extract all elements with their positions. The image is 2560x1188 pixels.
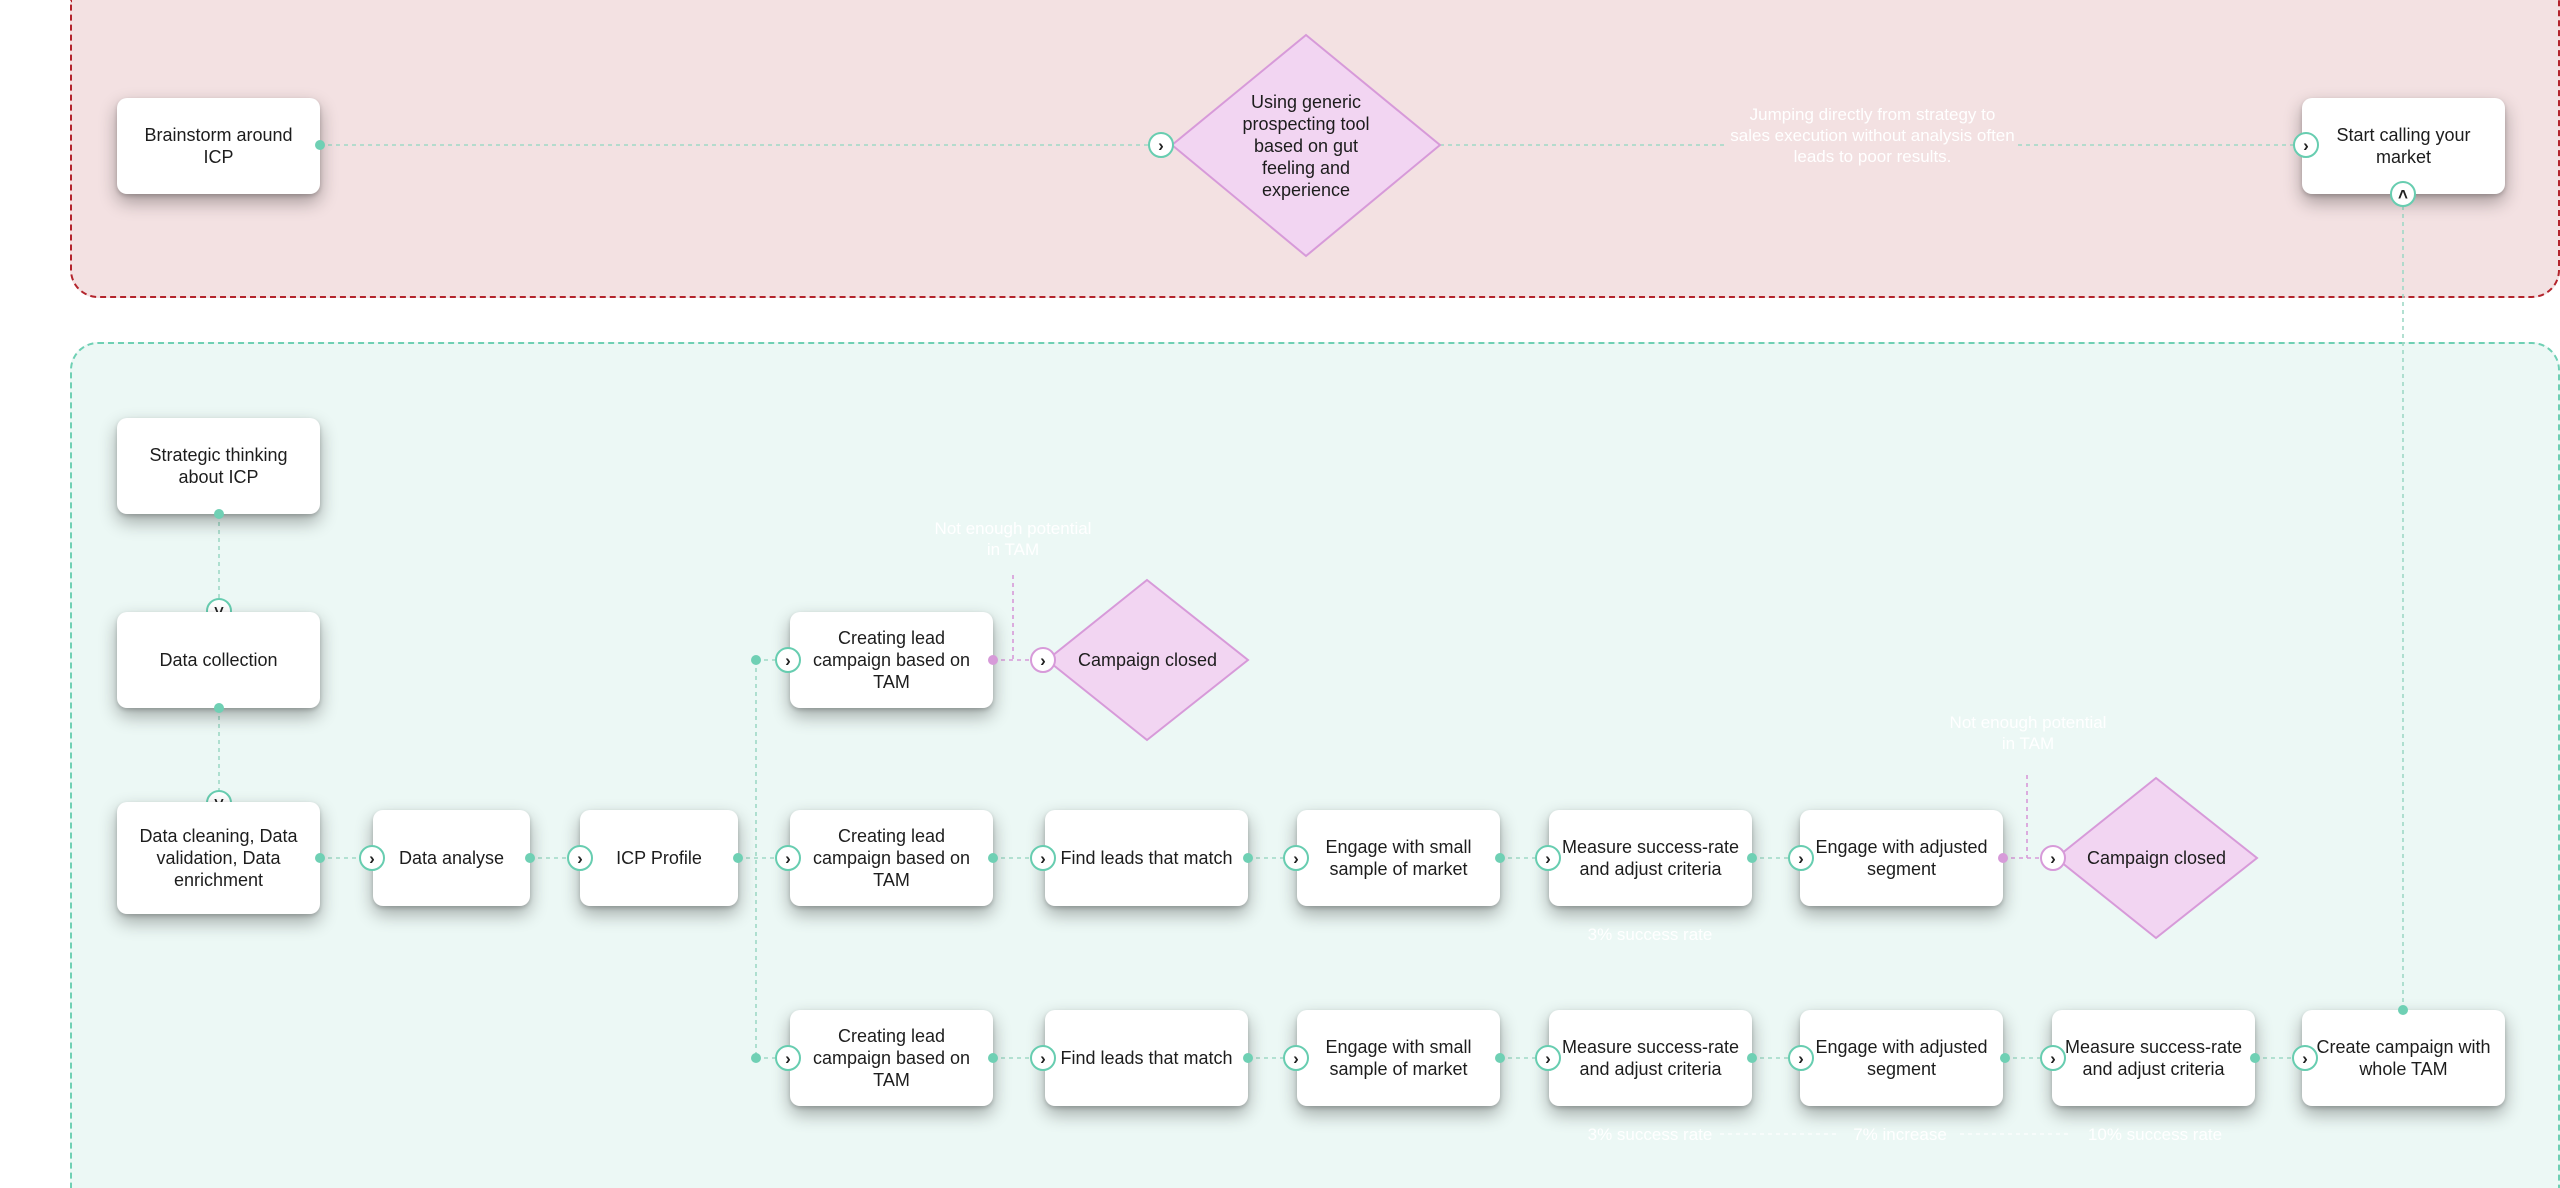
create-campaign-label: Create campaign with whole TAM (2316, 1037, 2491, 1079)
row3-find-leads-box[interactable]: Find leads that match (1045, 1010, 1248, 1106)
row3-measure1-label: Measure success-rate and adjust criteria (1561, 1037, 1740, 1079)
start-calling-label: Start calling your market (2336, 125, 2471, 167)
connector-dot (2250, 1053, 2260, 1063)
chevron-right-icon[interactable]: › (1030, 845, 1056, 871)
decision-diamond-shape (1045, 578, 1250, 742)
decision-diamond-shape (2054, 776, 2259, 940)
icp-profile-label: ICP Profile (616, 848, 702, 868)
data-collection-label: Data collection (159, 650, 278, 670)
connector-dot (1243, 1053, 1253, 1063)
chevron-right-icon[interactable]: › (775, 647, 801, 673)
row3-engage-adjusted-box[interactable]: Engage with adjusted segment (1800, 1010, 2003, 1106)
connector-dot (1243, 853, 1253, 863)
data-analyse-box[interactable]: Data analyse (373, 810, 530, 906)
row2-find-leads-label: Find leads that match (1060, 848, 1233, 868)
row2-potential-note: Not enough potential in TAM (1949, 713, 2107, 753)
chevron-right-icon[interactable]: › (2040, 1045, 2066, 1071)
connector-dot (988, 1053, 998, 1063)
brainstorm-icp-box[interactable]: Brainstorm around ICP (117, 98, 320, 194)
connector-dot (315, 853, 325, 863)
create-campaign-box[interactable]: Create campaign with whole TAM (2302, 1010, 2505, 1106)
row3-measure1-box[interactable]: Measure success-rate and adjust criteria (1549, 1010, 1752, 1106)
chevron-right-icon[interactable]: › (775, 845, 801, 871)
row3-engage-small-label: Engage with small sample of market (1325, 1037, 1472, 1079)
connector-dot (1998, 853, 2008, 863)
start-calling-box[interactable]: Start calling your market (2302, 98, 2505, 194)
row2-measure-label: Measure success-rate and adjust criteria (1561, 837, 1740, 879)
row2-engage-small-box[interactable]: Engage with small sample of market (1297, 810, 1500, 906)
generic-tool-decision[interactable]: Using generic prospecting tool based on … (1170, 33, 1442, 258)
row2-find-leads-box[interactable]: Find leads that match (1045, 810, 1248, 906)
decision-diamond-shape (1170, 33, 1442, 258)
connector-dot (988, 655, 998, 665)
chevron-right-icon[interactable]: › (1283, 1045, 1309, 1071)
row3-final-success-rate-note: 10% success rate (2087, 1125, 2223, 1144)
strategy-warning-note: Jumping directly from strategy to sales … (1730, 105, 2015, 166)
data-cleaning-box[interactable]: Data cleaning, Data validation, Data enr… (117, 802, 320, 914)
row3-creating-lead-label: Creating lead campaign based on TAM (812, 1026, 971, 1090)
connector-dot (1495, 1053, 1505, 1063)
chevron-right-icon[interactable]: › (359, 845, 385, 871)
chevron-right-icon[interactable]: › (2292, 1045, 2318, 1071)
connector-dot (751, 1053, 761, 1063)
row1-potential-note: Not enough potential in TAM (934, 519, 1092, 559)
connector-dot (214, 703, 224, 713)
row1-campaign-closed-label: Campaign closed (1077, 650, 1218, 670)
chevron-up-icon[interactable]: ˄ (2390, 181, 2416, 207)
row2-campaign-closed-label: Campaign closed (2086, 848, 2227, 868)
row2-engage-adjusted-label: Engage with adjusted segment (1815, 837, 1988, 879)
chevron-right-icon[interactable]: › (1788, 845, 1814, 871)
row3-success-rate-note: 3% success rate (1587, 1125, 1713, 1144)
row3-increase-note: 7% increase (1853, 1125, 1947, 1144)
row1-campaign-closed-decision[interactable]: Campaign closed (1045, 578, 1250, 742)
chevron-right-icon[interactable]: › (1535, 845, 1561, 871)
row2-success-rate-note: 3% success rate (1587, 925, 1713, 944)
row1-creating-lead-box[interactable]: Creating lead campaign based on TAM (790, 612, 993, 708)
row2-campaign-closed-decision[interactable]: Campaign closed (2054, 776, 2259, 940)
strategic-thinking-box[interactable]: Strategic thinking about ICP (117, 418, 320, 514)
row2-measure-box[interactable]: Measure success-rate and adjust criteria (1549, 810, 1752, 906)
connector-dot (2000, 1053, 2010, 1063)
connector-dot (988, 853, 998, 863)
connector-dot (525, 853, 535, 863)
row3-engage-adjusted-label: Engage with adjusted segment (1815, 1037, 1988, 1079)
row2-creating-lead-label: Creating lead campaign based on TAM (812, 826, 971, 890)
connector-dot (1747, 853, 1757, 863)
connector-dot (315, 140, 325, 150)
row3-find-leads-label: Find leads that match (1060, 1048, 1233, 1068)
connector-dot (733, 853, 743, 863)
row2-creating-lead-box[interactable]: Creating lead campaign based on TAM (790, 810, 993, 906)
icp-profile-box[interactable]: ICP Profile (580, 810, 738, 906)
data-cleaning-label: Data cleaning, Data validation, Data enr… (139, 826, 298, 890)
row3-creating-lead-box[interactable]: Creating lead campaign based on TAM (790, 1010, 993, 1106)
chevron-right-icon[interactable]: › (1283, 845, 1309, 871)
chevron-right-icon[interactable]: › (1030, 647, 1056, 673)
chevron-right-icon[interactable]: › (1535, 1045, 1561, 1071)
chevron-right-icon[interactable]: › (2040, 845, 2066, 871)
connector-dot (751, 655, 761, 665)
connector-dot (2398, 1005, 2408, 1015)
brainstorm-icp-label: Brainstorm around ICP (144, 125, 293, 167)
chevron-right-icon[interactable]: › (2293, 132, 2319, 158)
chevron-right-icon[interactable]: › (567, 845, 593, 871)
connector-dot (214, 509, 224, 519)
row3-engage-small-box[interactable]: Engage with small sample of market (1297, 1010, 1500, 1106)
row3-measure2-label: Measure success-rate and adjust criteria (2064, 1037, 2243, 1079)
chevron-right-icon[interactable]: › (1030, 1045, 1056, 1071)
row2-engage-small-label: Engage with small sample of market (1325, 837, 1472, 879)
chevron-right-icon[interactable]: › (1788, 1045, 1814, 1071)
connector-dot (1495, 853, 1505, 863)
row3-measure2-box[interactable]: Measure success-rate and adjust criteria (2052, 1010, 2255, 1106)
generic-tool-label: Using generic prospecting tool based on … (1242, 91, 1370, 200)
row2-engage-adjusted-box[interactable]: Engage with adjusted segment (1800, 810, 2003, 906)
data-collection-box[interactable]: Data collection (117, 612, 320, 708)
strategic-thinking-label: Strategic thinking about ICP (149, 445, 288, 487)
connector-dot (1747, 1053, 1757, 1063)
chevron-right-icon[interactable]: › (1148, 132, 1174, 158)
chevron-right-icon[interactable]: › (775, 1045, 801, 1071)
data-analyse-label: Data analyse (398, 848, 505, 868)
row1-creating-lead-label: Creating lead campaign based on TAM (812, 628, 971, 692)
